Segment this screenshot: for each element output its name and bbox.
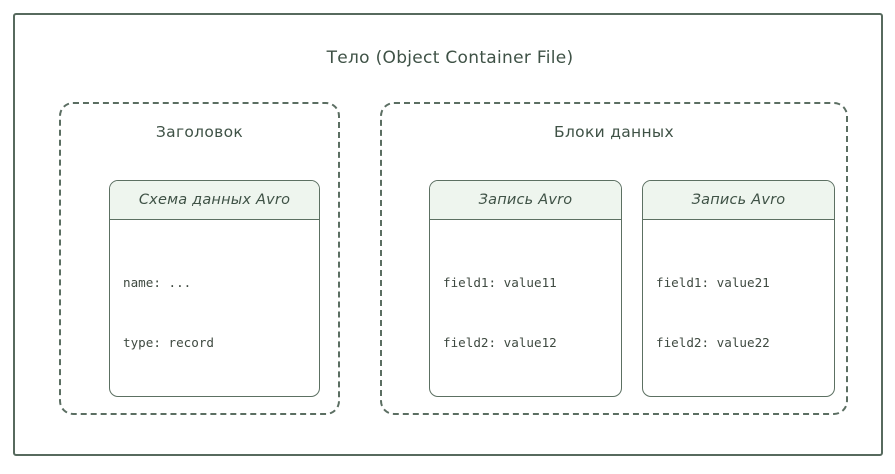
schema-line: field1: datatype1 — [123, 393, 319, 396]
group-data-blocks-label: Блоки данных — [554, 123, 674, 141]
avro-schema-card: Схема данных Avro name: ... type: record… — [109, 180, 320, 397]
record-line: field1: value21 — [656, 275, 770, 290]
avro-schema-card-body: name: ... type: record field1: datatype1… — [110, 220, 319, 396]
group-header: Заголовок Схема данных Avro name: ... ty… — [59, 102, 340, 415]
avro-record-card-2-body: field1: value21 field2: value22 ... [sys… — [643, 220, 834, 396]
avro-record-card-1-body: field1: value11 field2: value12 ... [sys… — [430, 220, 621, 396]
group-header-label: Заголовок — [155, 123, 244, 141]
schema-line: name: ... — [123, 275, 192, 290]
schema-line: type: record — [123, 335, 214, 350]
page-title: Тело (Object Container File) — [326, 48, 574, 68]
avro-record-card-2-header: Запись Avro — [643, 181, 834, 220]
record-line: field2: value22 — [656, 335, 770, 350]
record-line: field1: value11 — [443, 275, 557, 290]
avro-record-card-1: Запись Avro field1: value11 field2: valu… — [429, 180, 622, 397]
record-line: ... — [656, 393, 834, 396]
object-container-file-frame: Тело (Object Container File) Заголовок С… — [13, 13, 883, 456]
group-data-blocks: Блоки данных Запись Avro field1: value11… — [380, 102, 848, 415]
avro-record-card-2: Запись Avro field1: value21 field2: valu… — [642, 180, 835, 397]
avro-record-card-1-header: Запись Avro — [430, 181, 621, 220]
record-line: field2: value12 — [443, 335, 557, 350]
avro-schema-card-header: Схема данных Avro — [110, 181, 319, 220]
record-line: ... — [443, 393, 621, 396]
